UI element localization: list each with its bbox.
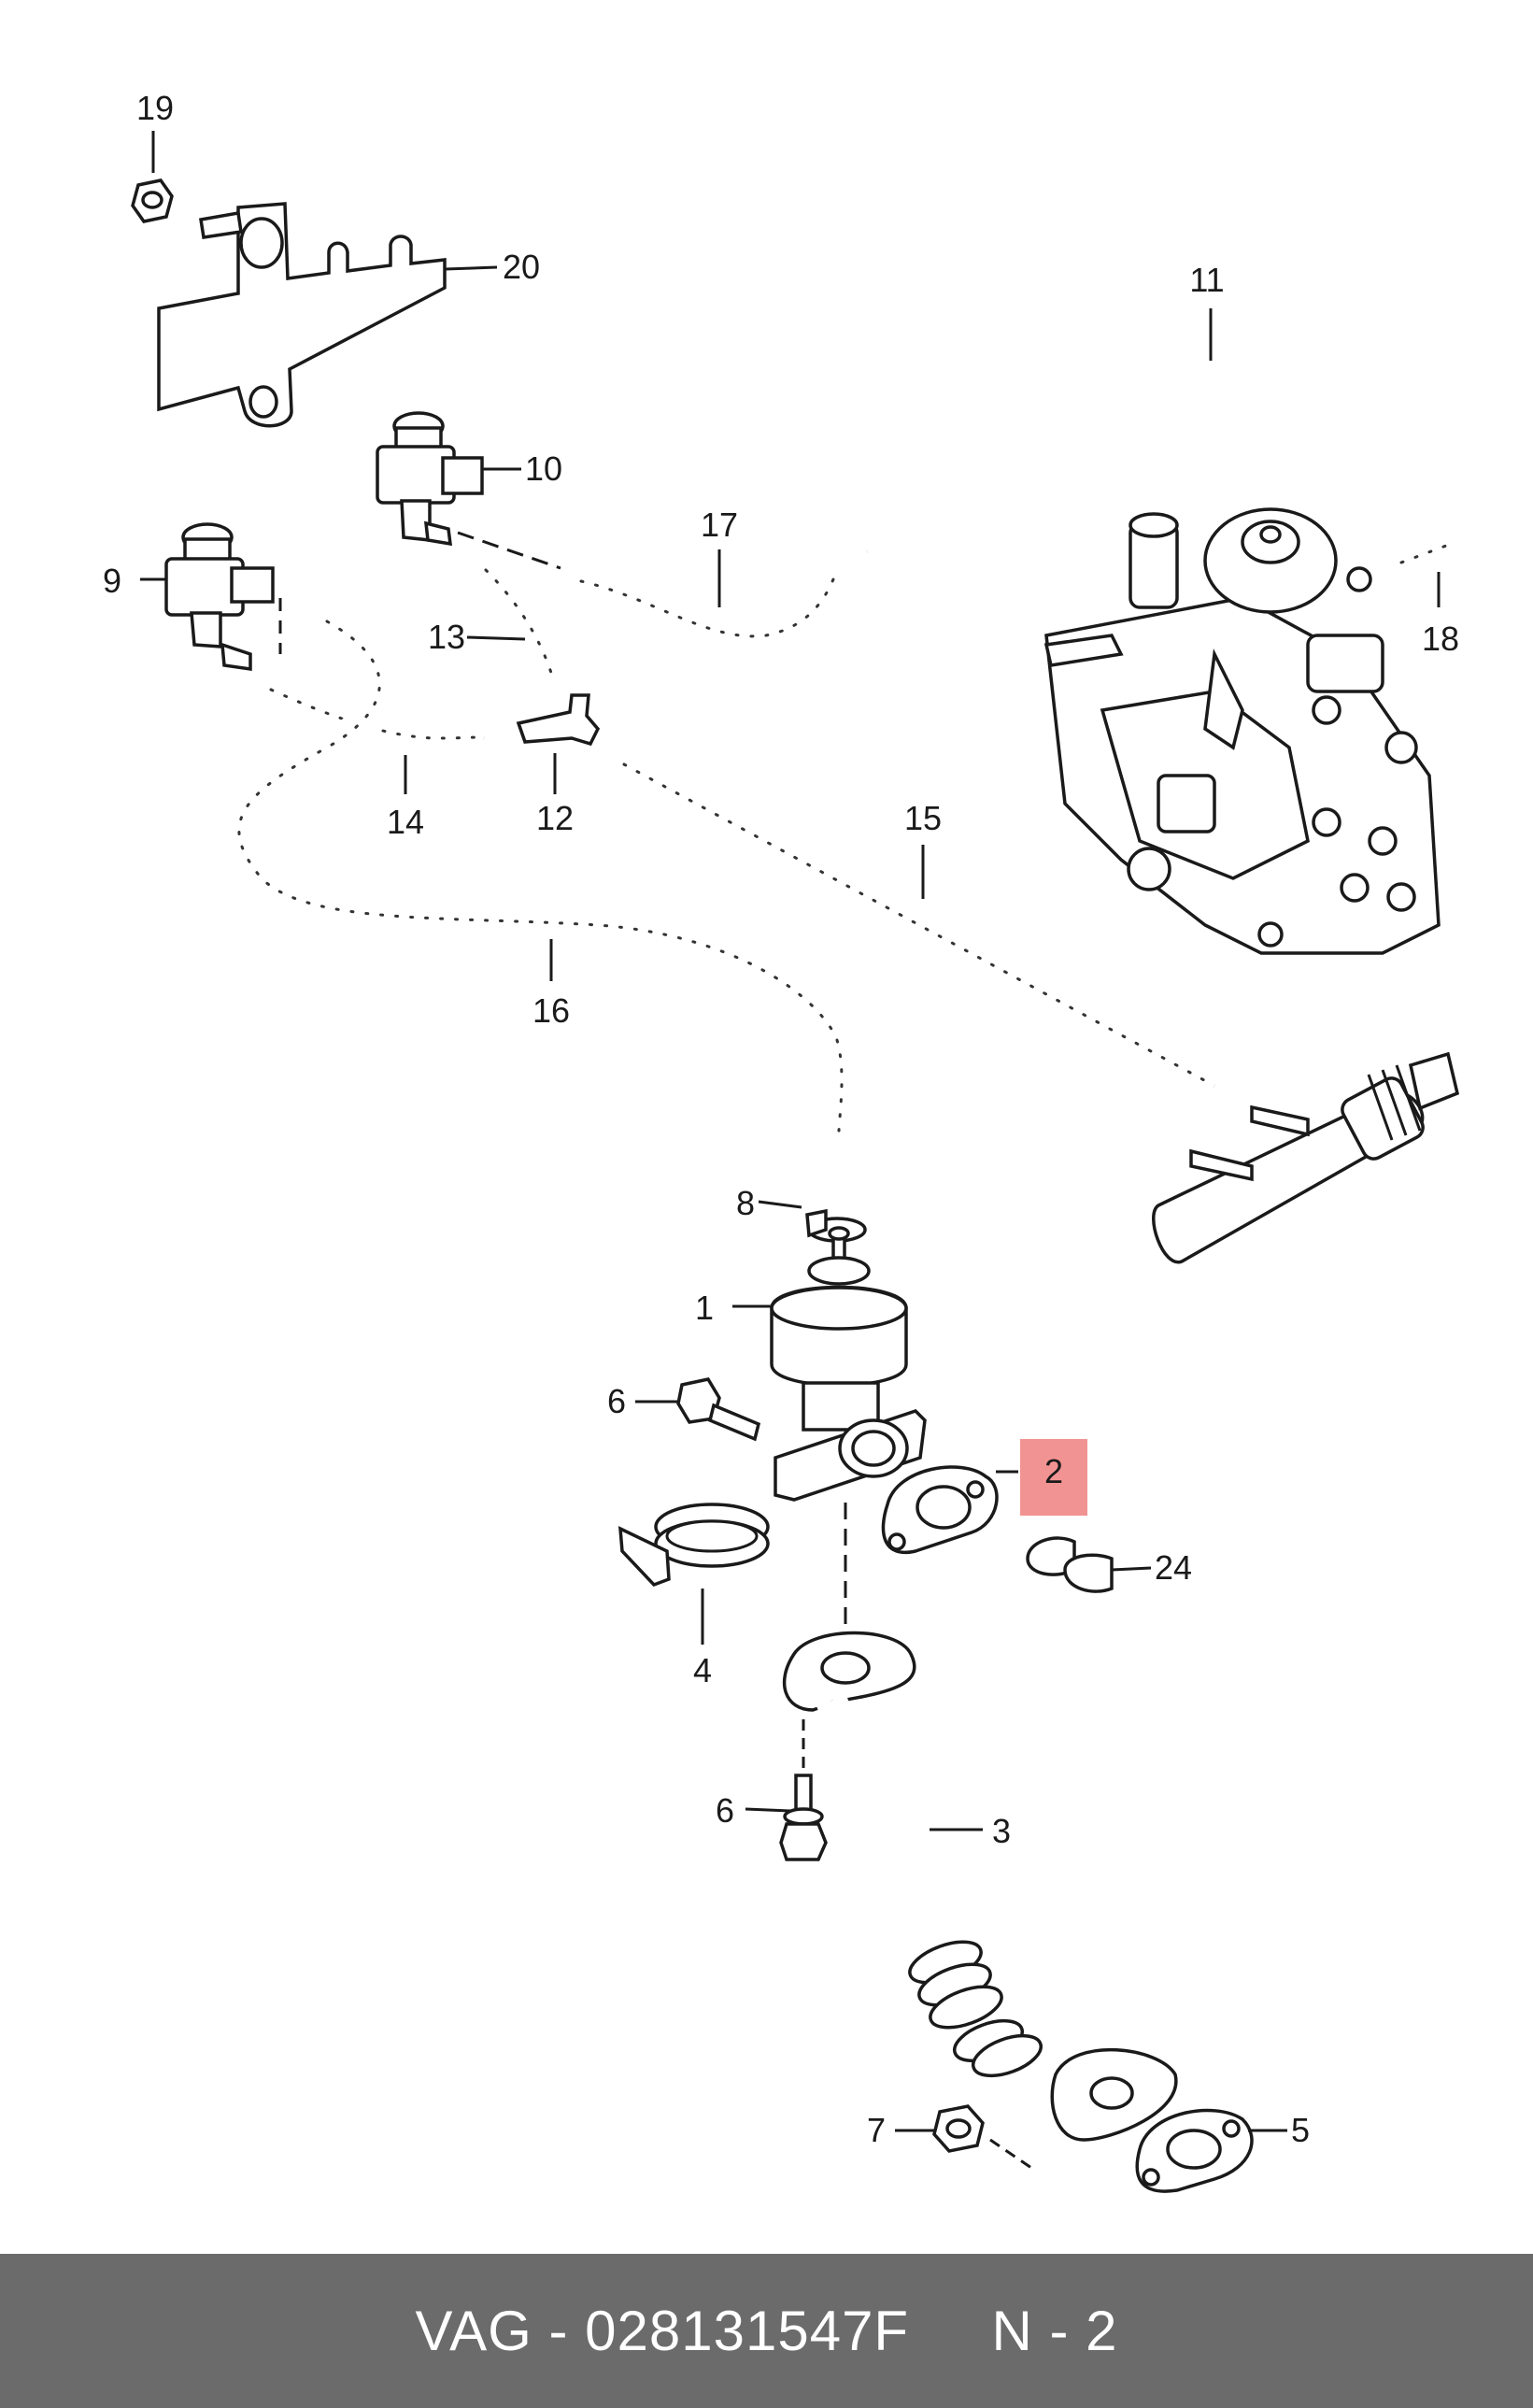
callout-10: 10 [525, 449, 562, 488]
tee-12 [516, 693, 601, 794]
callout-20: 20 [503, 248, 540, 286]
callout-15: 15 [904, 799, 942, 837]
footer-bar: VAG - 028131547F N - 2 [0, 2254, 1533, 2408]
callout-24: 24 [1155, 1548, 1192, 1587]
egr-valve-1 [732, 1226, 927, 1502]
callout-4: 4 [693, 1651, 712, 1689]
callout-14: 14 [387, 803, 424, 841]
callout-6-upper: 6 [607, 1382, 626, 1420]
injection-pump [1043, 507, 1441, 955]
valve-9 [140, 522, 275, 672]
pipe-3 [783, 1503, 1178, 2142]
clamp-4 [618, 1503, 770, 1645]
separator: - [548, 2300, 569, 2362]
callout-16: 16 [532, 991, 570, 1030]
callout-8: 8 [736, 1184, 755, 1222]
callout-6-lower: 6 [716, 1791, 734, 1830]
hose-15 [617, 753, 1221, 1097]
callout-7: 7 [867, 2111, 886, 2149]
callout-1: 1 [695, 1289, 714, 1327]
hose-14 [265, 677, 489, 794]
hose-13 [466, 561, 564, 677]
pipe-connector [1152, 1051, 1460, 1264]
valve-10 [376, 411, 521, 547]
clip-24 [1026, 1536, 1152, 1593]
hose-11 [861, 308, 1497, 560]
callout-18: 18 [1422, 620, 1459, 658]
callout-12: 12 [536, 799, 574, 837]
nut-7 [895, 2104, 1032, 2170]
parts-diagram: 19 20 11 10 17 9 18 13 14 12 15 16 8 1 6… [103, 89, 1497, 2193]
sleeve-18 [1397, 533, 1451, 607]
gasket-2 [881, 1465, 1018, 1555]
bolt-6-lower [745, 1719, 828, 1861]
callout-19: 19 [136, 89, 174, 127]
callout-17: 17 [701, 506, 738, 544]
callout-9: 9 [103, 562, 121, 600]
bracket-20 [157, 202, 498, 428]
nut-19 [131, 131, 174, 223]
part-number: 028131547F [585, 2300, 910, 2362]
position-label: N - 2 [991, 2300, 1118, 2362]
callout-2: 2 [1044, 1452, 1063, 1490]
hose-16 [223, 598, 858, 1133]
callout-5: 5 [1291, 2111, 1310, 2149]
brand-label: VAG [415, 2300, 532, 2362]
callout-13: 13 [428, 618, 465, 656]
highlight-box [1020, 1439, 1087, 1516]
hose-17 [457, 531, 846, 650]
gasket-5 [1135, 2108, 1287, 2193]
bolt-6-upper [635, 1377, 761, 1442]
callout-3: 3 [992, 1812, 1011, 1850]
footer-label: VAG - 028131547F N - 2 [416, 2299, 1118, 2363]
callout-11: 11 [1189, 261, 1224, 299]
